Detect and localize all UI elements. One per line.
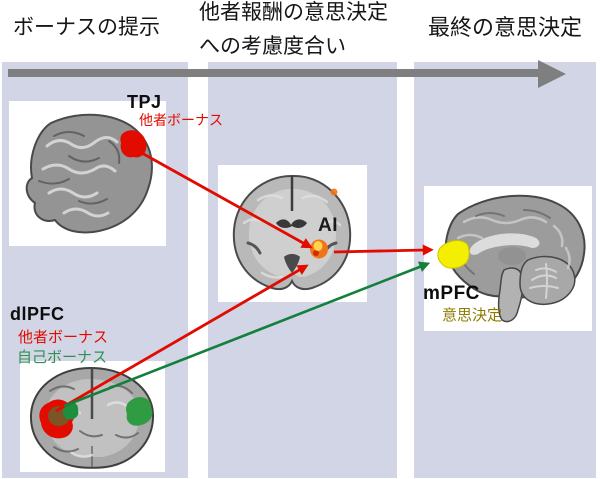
ai-small-speck (330, 188, 338, 196)
dlpfc-other-bonus-tag: 他者ボーナス (18, 329, 109, 346)
mpfc-brain-image (437, 194, 586, 323)
mpfc-decision-tag: 意思決定 (442, 307, 503, 324)
mpfc-brain-panel (424, 186, 592, 331)
dlpfc-self-bonus-tag: 自己ボーナス (17, 349, 108, 366)
dlpfc-self-bonus-blob-left (62, 402, 79, 420)
stage-label-other-reward-line1: 他者報酬の意思決定 (199, 1, 388, 24)
ai-brain-panel (218, 165, 367, 302)
tpj-other-bonus-tag: 他者ボーナス (139, 112, 223, 128)
stage-label-bonus-presentation: ボーナスの提示 (13, 16, 160, 39)
mpfc-activation-blob (437, 240, 470, 269)
tpj-brain-panel (9, 101, 166, 246)
dlpfc-brain-image (29, 366, 155, 469)
dlpfc-brain-panel (20, 361, 165, 472)
ai-brain-image (232, 174, 352, 291)
stage-label-other-reward-line2: への考慮度合い (199, 35, 346, 58)
dlpfc-label: dlPFC (10, 304, 65, 324)
mpfc-label: mPFC (423, 283, 480, 304)
tpj-brain-image (25, 113, 153, 234)
tpj-activation-blob (120, 130, 147, 158)
stage-label-final-decision: 最終の意思決定 (428, 15, 583, 40)
tpj-label: TPJ (127, 92, 162, 112)
ai-label: AI (318, 215, 338, 236)
ai-activation-core (313, 241, 323, 251)
